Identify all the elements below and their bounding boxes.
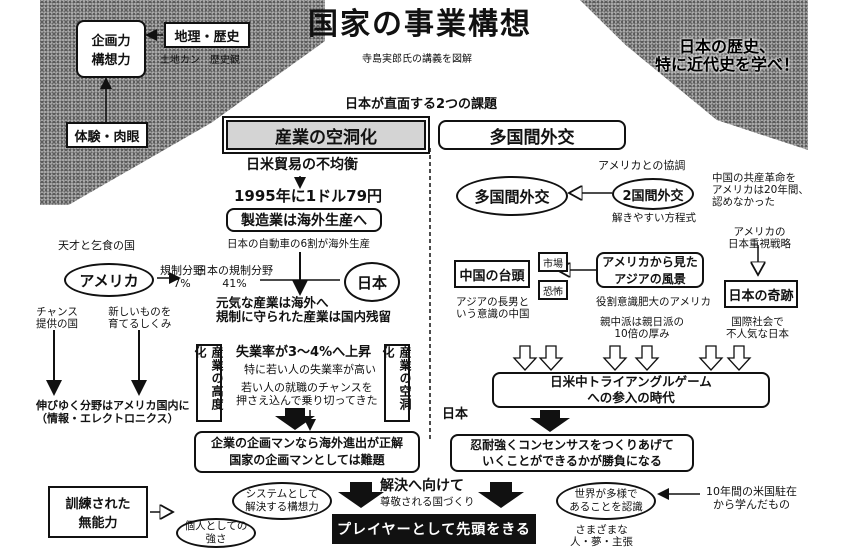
- history-slogan: 日本の歴史、 特に近代史を学べ！: [655, 37, 800, 75]
- world-diversity-oval: 世界が多様で あることを認識: [556, 482, 656, 520]
- america-oval: アメリカ: [64, 263, 154, 297]
- left-section-header: 産業の空洞化: [222, 116, 430, 154]
- china-rise-box: 中国の台頭: [454, 260, 530, 288]
- china-eldest: アジアの長男と いう意識の中国: [456, 296, 530, 321]
- multilateral-oval: 多国間外交: [456, 176, 568, 216]
- growth-fields: 伸びゆく分野はアメリカ国内に （情報・エレクトロニクス）: [36, 399, 190, 425]
- page-subtitle: 寺島実郎氏の講義を図解: [362, 54, 472, 65]
- offshore-box: 製造業は海外生産へ: [226, 208, 382, 232]
- individual-oval: 個人としての 強さ: [176, 518, 256, 548]
- japan-label: 日本: [442, 407, 469, 422]
- issues-heading: 日本が直面する2つの課題: [345, 97, 498, 112]
- v-hollowing: 産業の空洞化: [381, 344, 412, 422]
- concept-box: 企画力 構想力: [76, 20, 146, 78]
- exchange-rate: 1995年に1ドル79円: [234, 187, 383, 205]
- geo-history-box: 地理・歴史: [164, 22, 250, 48]
- player-box: プレイヤーとして先頭をきる: [332, 514, 536, 544]
- planner-box: 企業の企画マンなら海外進出が正解 国家の企画マンとしては難題: [194, 431, 420, 473]
- genius-beggar: 天才と乞食の国: [58, 239, 135, 252]
- china-revolution: 中国の共産革命を アメリカは20年間、 認めなかった: [712, 172, 809, 209]
- experience-box: 体験・肉眼: [66, 122, 148, 148]
- right-section-header: 多国間外交: [438, 120, 626, 150]
- japan-miracle-box: 日本の奇跡: [724, 280, 798, 308]
- easy-formula: 解きやすい方程式: [612, 212, 696, 224]
- pro-china: 親中派は親日派の 10倍の厚み: [600, 316, 684, 341]
- system-oval: システムとして 解決する構想力: [232, 482, 332, 520]
- us-cooperation: アメリカとの協調: [598, 159, 686, 172]
- jp-regulation: 日本の規制分野 41%: [196, 264, 273, 290]
- asia-view-box: アメリカから見た アジアの風景: [596, 252, 704, 288]
- land-note: 土地カン 歴史観: [160, 55, 240, 66]
- various-people: さまざまな 人・夢・主張: [570, 524, 633, 549]
- youth-chance: 若い人の就職のチャンスを 押さえ込んで乗り切ってきた: [236, 381, 378, 407]
- youth-unemployment: 特に若い人の失業率が高い: [244, 363, 376, 376]
- trained-incapacity-box: 訓練された 無能力: [48, 486, 148, 538]
- triangle-game-box: 日米中トライアングルゲーム への参入の時代: [492, 372, 770, 408]
- page-title: 国家の事業構想: [308, 7, 532, 42]
- trade-imbalance: 日米貿易の不均衡: [246, 157, 358, 173]
- chance-country: チャンス 提供の国: [36, 306, 78, 331]
- bilateral-oval: 2国間外交: [612, 178, 694, 210]
- new-things: 新しいものを 育てるしくみ: [108, 306, 172, 331]
- japan-oval: 日本: [344, 262, 400, 302]
- consensus-box: 忍耐強くコンセンサスをつくりあげて いくことができるかが勝負になる: [450, 434, 694, 472]
- v-upgrade: 産業の高度化: [193, 344, 224, 422]
- unemployment-rise: 失業率が3〜4%へ上昇: [236, 345, 372, 360]
- auto-note: 日本の自動車の6割が海外生産: [227, 238, 371, 250]
- healthy-industry: 元気な産業は海外へ 規制に守られた産業は国内残留: [216, 295, 392, 325]
- threat-box: 恐怖: [538, 280, 568, 300]
- ten-years-us: 10年間の米国駐在 から学んだもの: [706, 485, 797, 511]
- us-focus: アメリカの 日本重視戦略: [728, 226, 791, 251]
- bloated-america: 役割意識肥大のアメリカ: [596, 296, 711, 308]
- us-regulation: 規制分野 7%: [160, 264, 204, 290]
- market-box: 市場: [538, 252, 568, 272]
- respected-nation: 尊敬される国づくり: [380, 496, 475, 508]
- solution-heading: 解決へ向けて: [380, 478, 464, 494]
- unpopular-japan: 国際社会で 不人気な日本: [726, 316, 789, 341]
